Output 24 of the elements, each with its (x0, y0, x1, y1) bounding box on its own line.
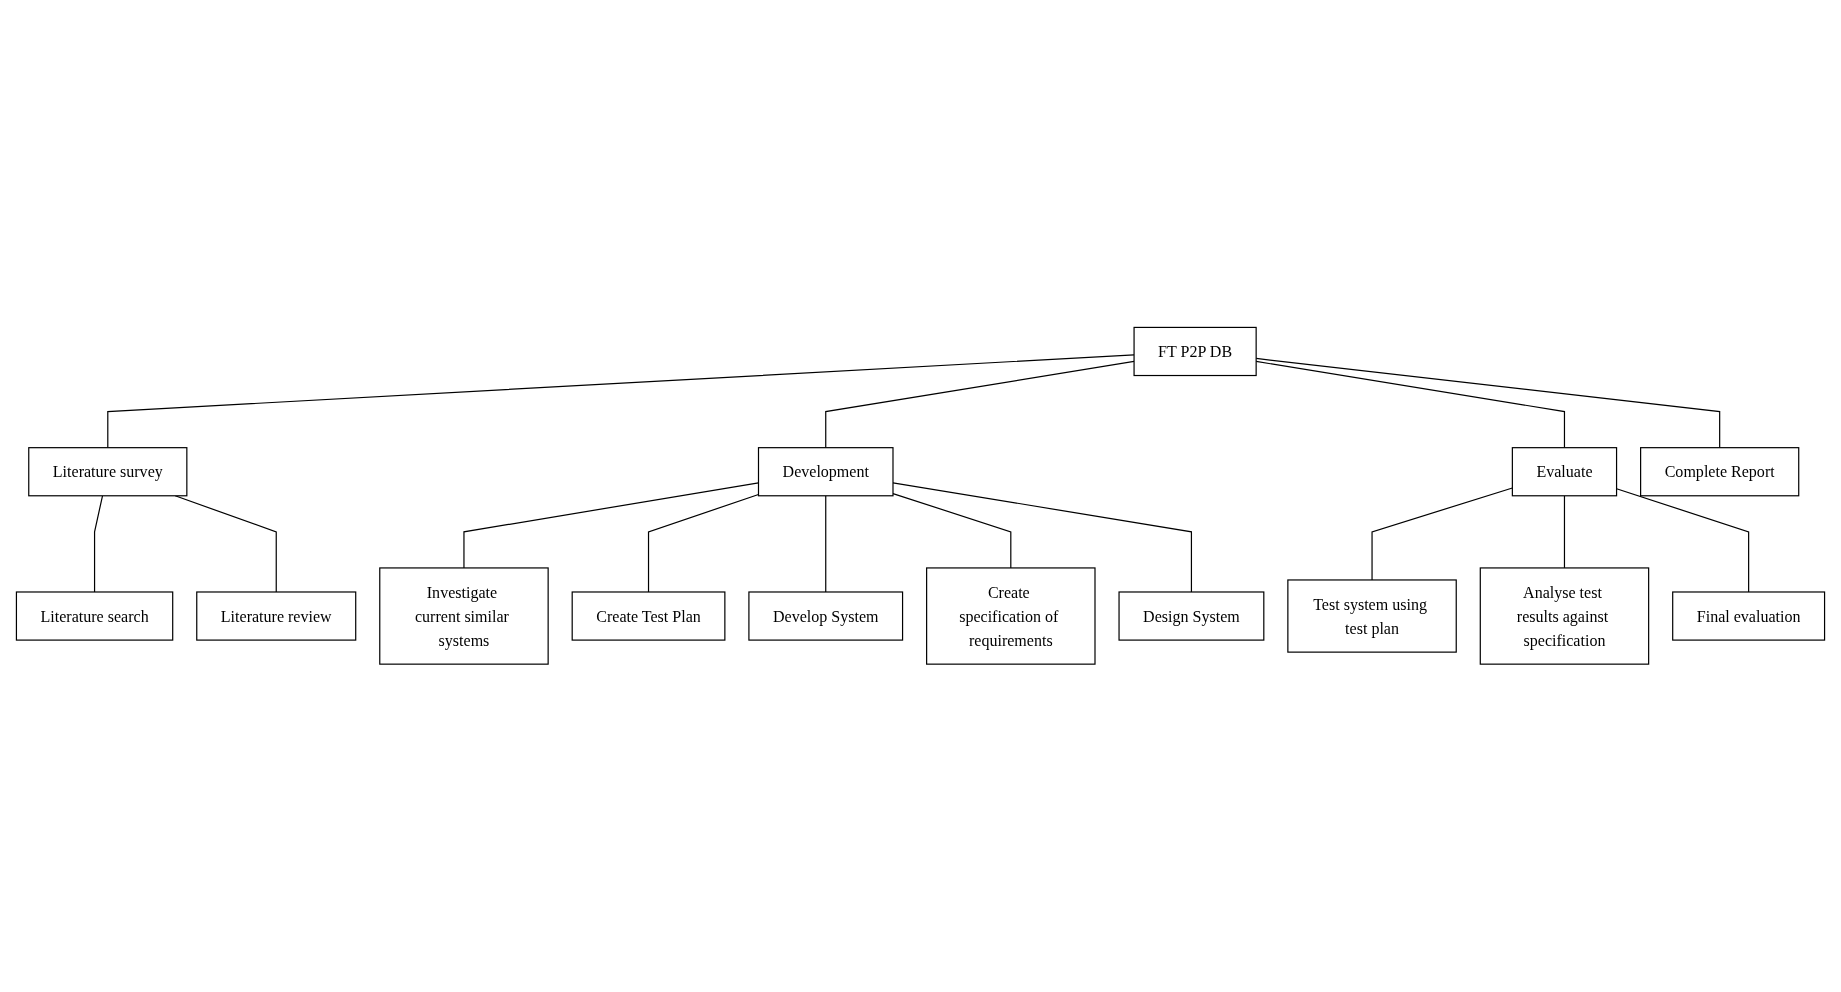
node-box: Create Test Plan (571, 591, 726, 641)
connector (825, 495, 827, 593)
node-box: Literature review (196, 591, 357, 641)
node-box: Design System (1118, 591, 1265, 641)
node-box: Investigate current similar systems (379, 567, 549, 665)
connector (107, 354, 1135, 449)
connector (1563, 495, 1566, 569)
node-box: Develop System (748, 591, 904, 641)
node-box: FT P2P DB (1133, 327, 1257, 377)
node-box: Evaluate (1511, 447, 1618, 497)
connector (892, 482, 1193, 593)
node-box: Test system using test plan (1287, 579, 1457, 653)
connector (93, 495, 104, 593)
connector (892, 493, 1012, 569)
node-box: Complete Report (1640, 447, 1800, 497)
node-box: Final evaluation (1672, 591, 1826, 641)
connector (1371, 487, 1513, 581)
node-box: Literature survey (28, 447, 188, 497)
node-box: Literature search (15, 591, 174, 641)
connector (825, 361, 1135, 449)
connector (647, 494, 760, 593)
node-box: Analyse test results against specification (1479, 567, 1650, 665)
node-box: Development (757, 447, 894, 497)
node-box: Create specification of requirements (926, 567, 1096, 665)
